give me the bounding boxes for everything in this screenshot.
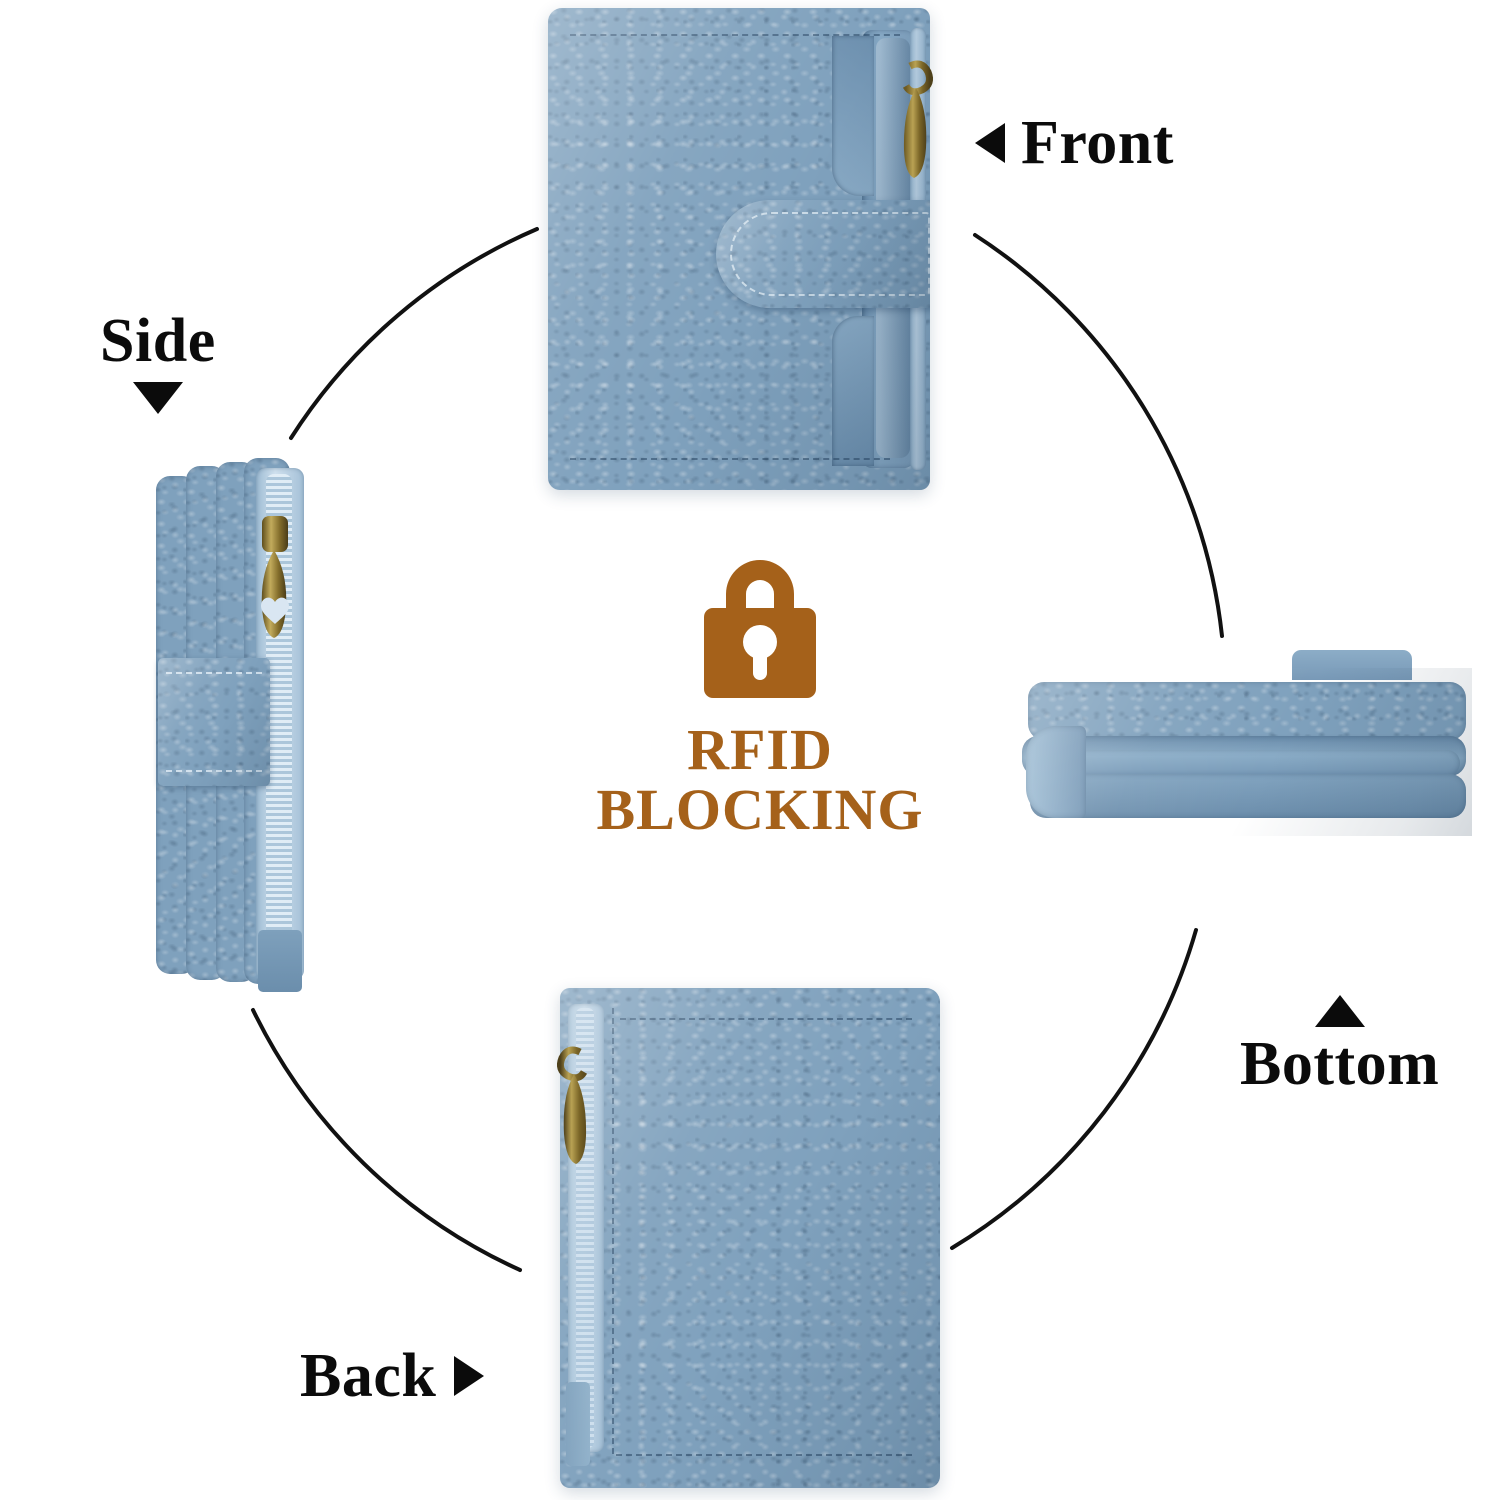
bottom-layer-top [1028, 682, 1466, 740]
callout-front-label: Front [1021, 109, 1174, 177]
back-leather-panel [560, 988, 940, 1488]
bottom-fold-edge [1026, 726, 1086, 818]
front-zipper-pull-icon [902, 60, 933, 178]
wallet-back-view [557, 988, 940, 1488]
bottom-strap-nub [1292, 650, 1412, 680]
arc-front-to-bottom [973, 233, 1224, 638]
wallet-bottom-view [1020, 650, 1472, 836]
arc-side-to-front [289, 227, 539, 440]
rfid-line-2: BLOCKING [596, 776, 924, 842]
callout-side-label: Side [100, 307, 216, 375]
back-stitch-left [612, 1008, 614, 1454]
triangle-right-icon [454, 1356, 485, 1396]
side-zipper-teeth [266, 474, 292, 972]
front-stitch-bottom [570, 458, 890, 460]
front-snap-strap [716, 200, 930, 308]
side-zipper-pull-icon [261, 516, 289, 638]
front-pocket-top [832, 36, 874, 196]
triangle-left-icon [975, 123, 1005, 163]
front-stitch-top [570, 34, 900, 36]
back-stitch-bottom [616, 1454, 912, 1456]
back-bottom-tab [566, 1382, 590, 1466]
side-band-sheen [158, 658, 270, 786]
padlock-icon [698, 552, 822, 704]
rfid-line-1: RFID [687, 717, 833, 782]
callout-front: Front [975, 112, 1174, 174]
callout-back-label: Back [300, 1342, 437, 1410]
front-pocket-bottom [832, 316, 874, 466]
side-band-stitch-bottom [166, 770, 262, 772]
triangle-down-icon [132, 382, 183, 414]
side-wrap-band [158, 658, 270, 786]
back-stitch-top [620, 1018, 912, 1020]
triangle-up-icon [1314, 995, 1365, 1027]
callout-bottom: Bottom [1240, 995, 1439, 1095]
callout-back: Back [300, 1342, 485, 1410]
side-heart-charm [261, 597, 289, 624]
arc-bottom-to-back [950, 928, 1198, 1250]
rfid-badge-text: RFID BLOCKING [596, 720, 923, 839]
back-zipper-pull-icon [557, 1046, 588, 1164]
front-leather-panel [548, 8, 930, 490]
back-panel-sheen [560, 988, 940, 1488]
arc-back-to-side [251, 1008, 522, 1272]
callout-side: Side [100, 310, 216, 414]
side-zipper-stop [258, 930, 302, 992]
bottom-layer-inner [1040, 750, 1460, 776]
callout-bottom-label: Bottom [1240, 1030, 1440, 1098]
rfid-blocking-badge: RFID BLOCKING [558, 552, 962, 862]
wallet-side-view [152, 452, 320, 1000]
wallet-front-view [548, 8, 933, 490]
bottom-layer-bottom [1030, 774, 1466, 818]
front-strap-stitching [730, 212, 930, 296]
side-band-stitch-top [166, 672, 262, 674]
